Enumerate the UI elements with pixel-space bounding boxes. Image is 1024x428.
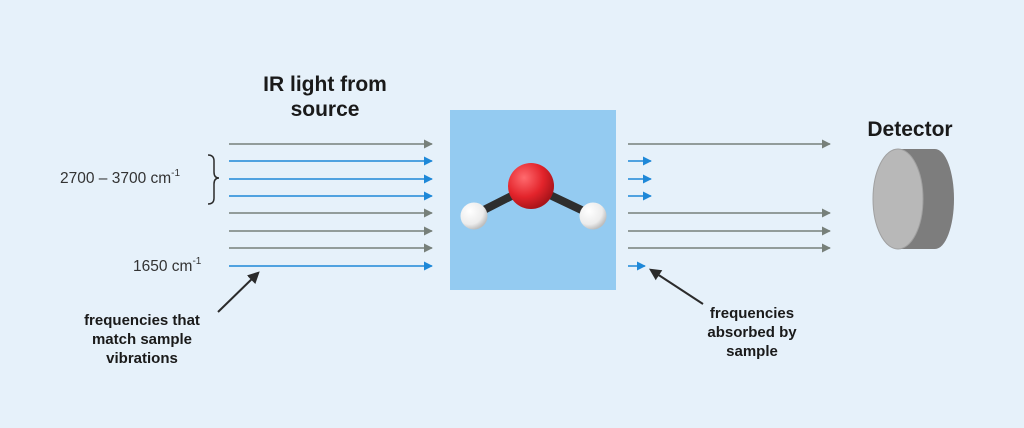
pointer-arrow-right (648, 268, 704, 305)
note-absorbed-frequencies: frequencies absorbed by sample (707, 305, 797, 360)
transmitted-rays (628, 139, 831, 271)
pointer-arrow-left (217, 271, 260, 313)
range-brace (207, 154, 220, 205)
range-label: 2700 – 3700 cm-1 (60, 168, 181, 188)
hydrogen-atom-right (579, 202, 607, 230)
note-matching-frequencies: frequencies that match sample vibrations (84, 312, 200, 367)
source-title: IR light from source (263, 73, 387, 121)
bend-label: 1650 cm-1 (133, 256, 202, 276)
detector-icon (872, 148, 954, 250)
oxygen-atom (508, 163, 554, 209)
detector-title: Detector (867, 118, 953, 141)
detector-face (872, 148, 924, 250)
hydrogen-atom-left (460, 202, 488, 230)
incoming-rays (229, 139, 433, 271)
water-molecule (460, 163, 607, 230)
